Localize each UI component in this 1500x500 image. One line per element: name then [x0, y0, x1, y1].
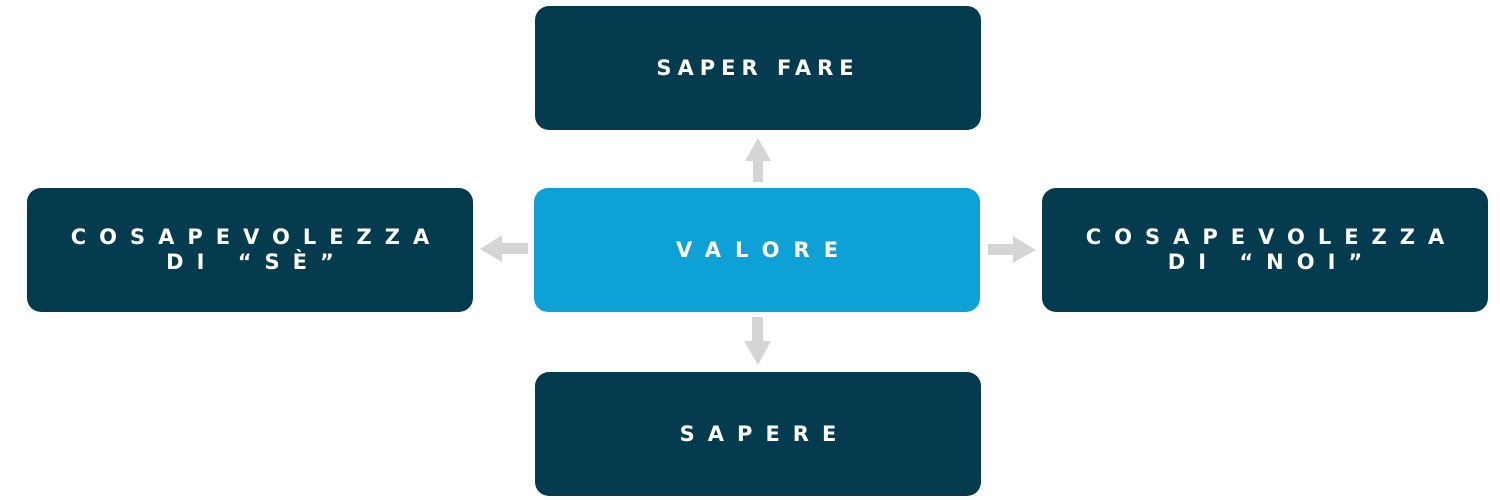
sapere-label: SAPERE [679, 421, 850, 446]
cosapevolezza-se-label: COSAPEVOLEZZA DI “SÈ” [70, 225, 443, 274]
cosapevolezza-se-box: COSAPEVOLEZZA DI “SÈ” [27, 188, 473, 312]
valore-box: VALORE [534, 188, 980, 312]
saper-fare-label: SAPER FARE [656, 55, 860, 80]
saper-fare-box: SAPER FARE [535, 6, 981, 130]
sapere-box: SAPERE [535, 372, 981, 496]
arrow-down-icon [744, 317, 771, 365]
cosapevolezza-noi-label: COSAPEVOLEZZA DI “NOI” [1085, 225, 1458, 274]
arrow-up-icon [745, 138, 771, 182]
arrow-left-icon [480, 235, 528, 262]
arrow-right-icon [988, 236, 1036, 263]
cosapevolezza-noi-box: COSAPEVOLEZZA DI “NOI” [1042, 188, 1488, 312]
valore-label: VALORE [675, 237, 853, 262]
